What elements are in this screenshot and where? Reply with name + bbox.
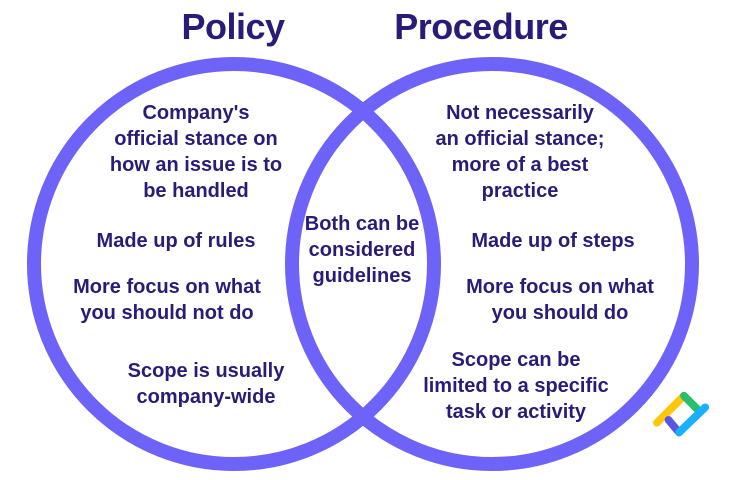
procedure-item-focus: More focus on what you should do bbox=[466, 276, 654, 324]
procedure-item-scope: Scope can be limited to a specific task … bbox=[423, 349, 609, 423]
logo-cyan-segment bbox=[675, 403, 710, 437]
policy-item-scope: Scope is usually company-wide bbox=[127, 360, 285, 408]
logo-yellow-segment bbox=[653, 391, 688, 427]
policy-title: Policy bbox=[181, 6, 285, 47]
policy-item-official-stance: Company's official stance on how an issu… bbox=[109, 102, 283, 202]
overlap-text: Both can be considered guidelines bbox=[304, 213, 420, 287]
left-circle bbox=[27, 57, 441, 471]
procedure-item-steps: Made up of steps bbox=[471, 230, 635, 252]
procedure-title: Procedure bbox=[394, 6, 568, 47]
logo-green-segment bbox=[680, 391, 703, 415]
brand-checkmark-logo bbox=[653, 391, 710, 437]
procedure-item-best-practice: Not necessarily an official stance; more… bbox=[435, 102, 605, 202]
policy-item-focus: More focus on what you should not do bbox=[73, 276, 261, 324]
policy-item-rules: Made up of rules bbox=[96, 230, 256, 252]
right-circle bbox=[285, 57, 699, 471]
